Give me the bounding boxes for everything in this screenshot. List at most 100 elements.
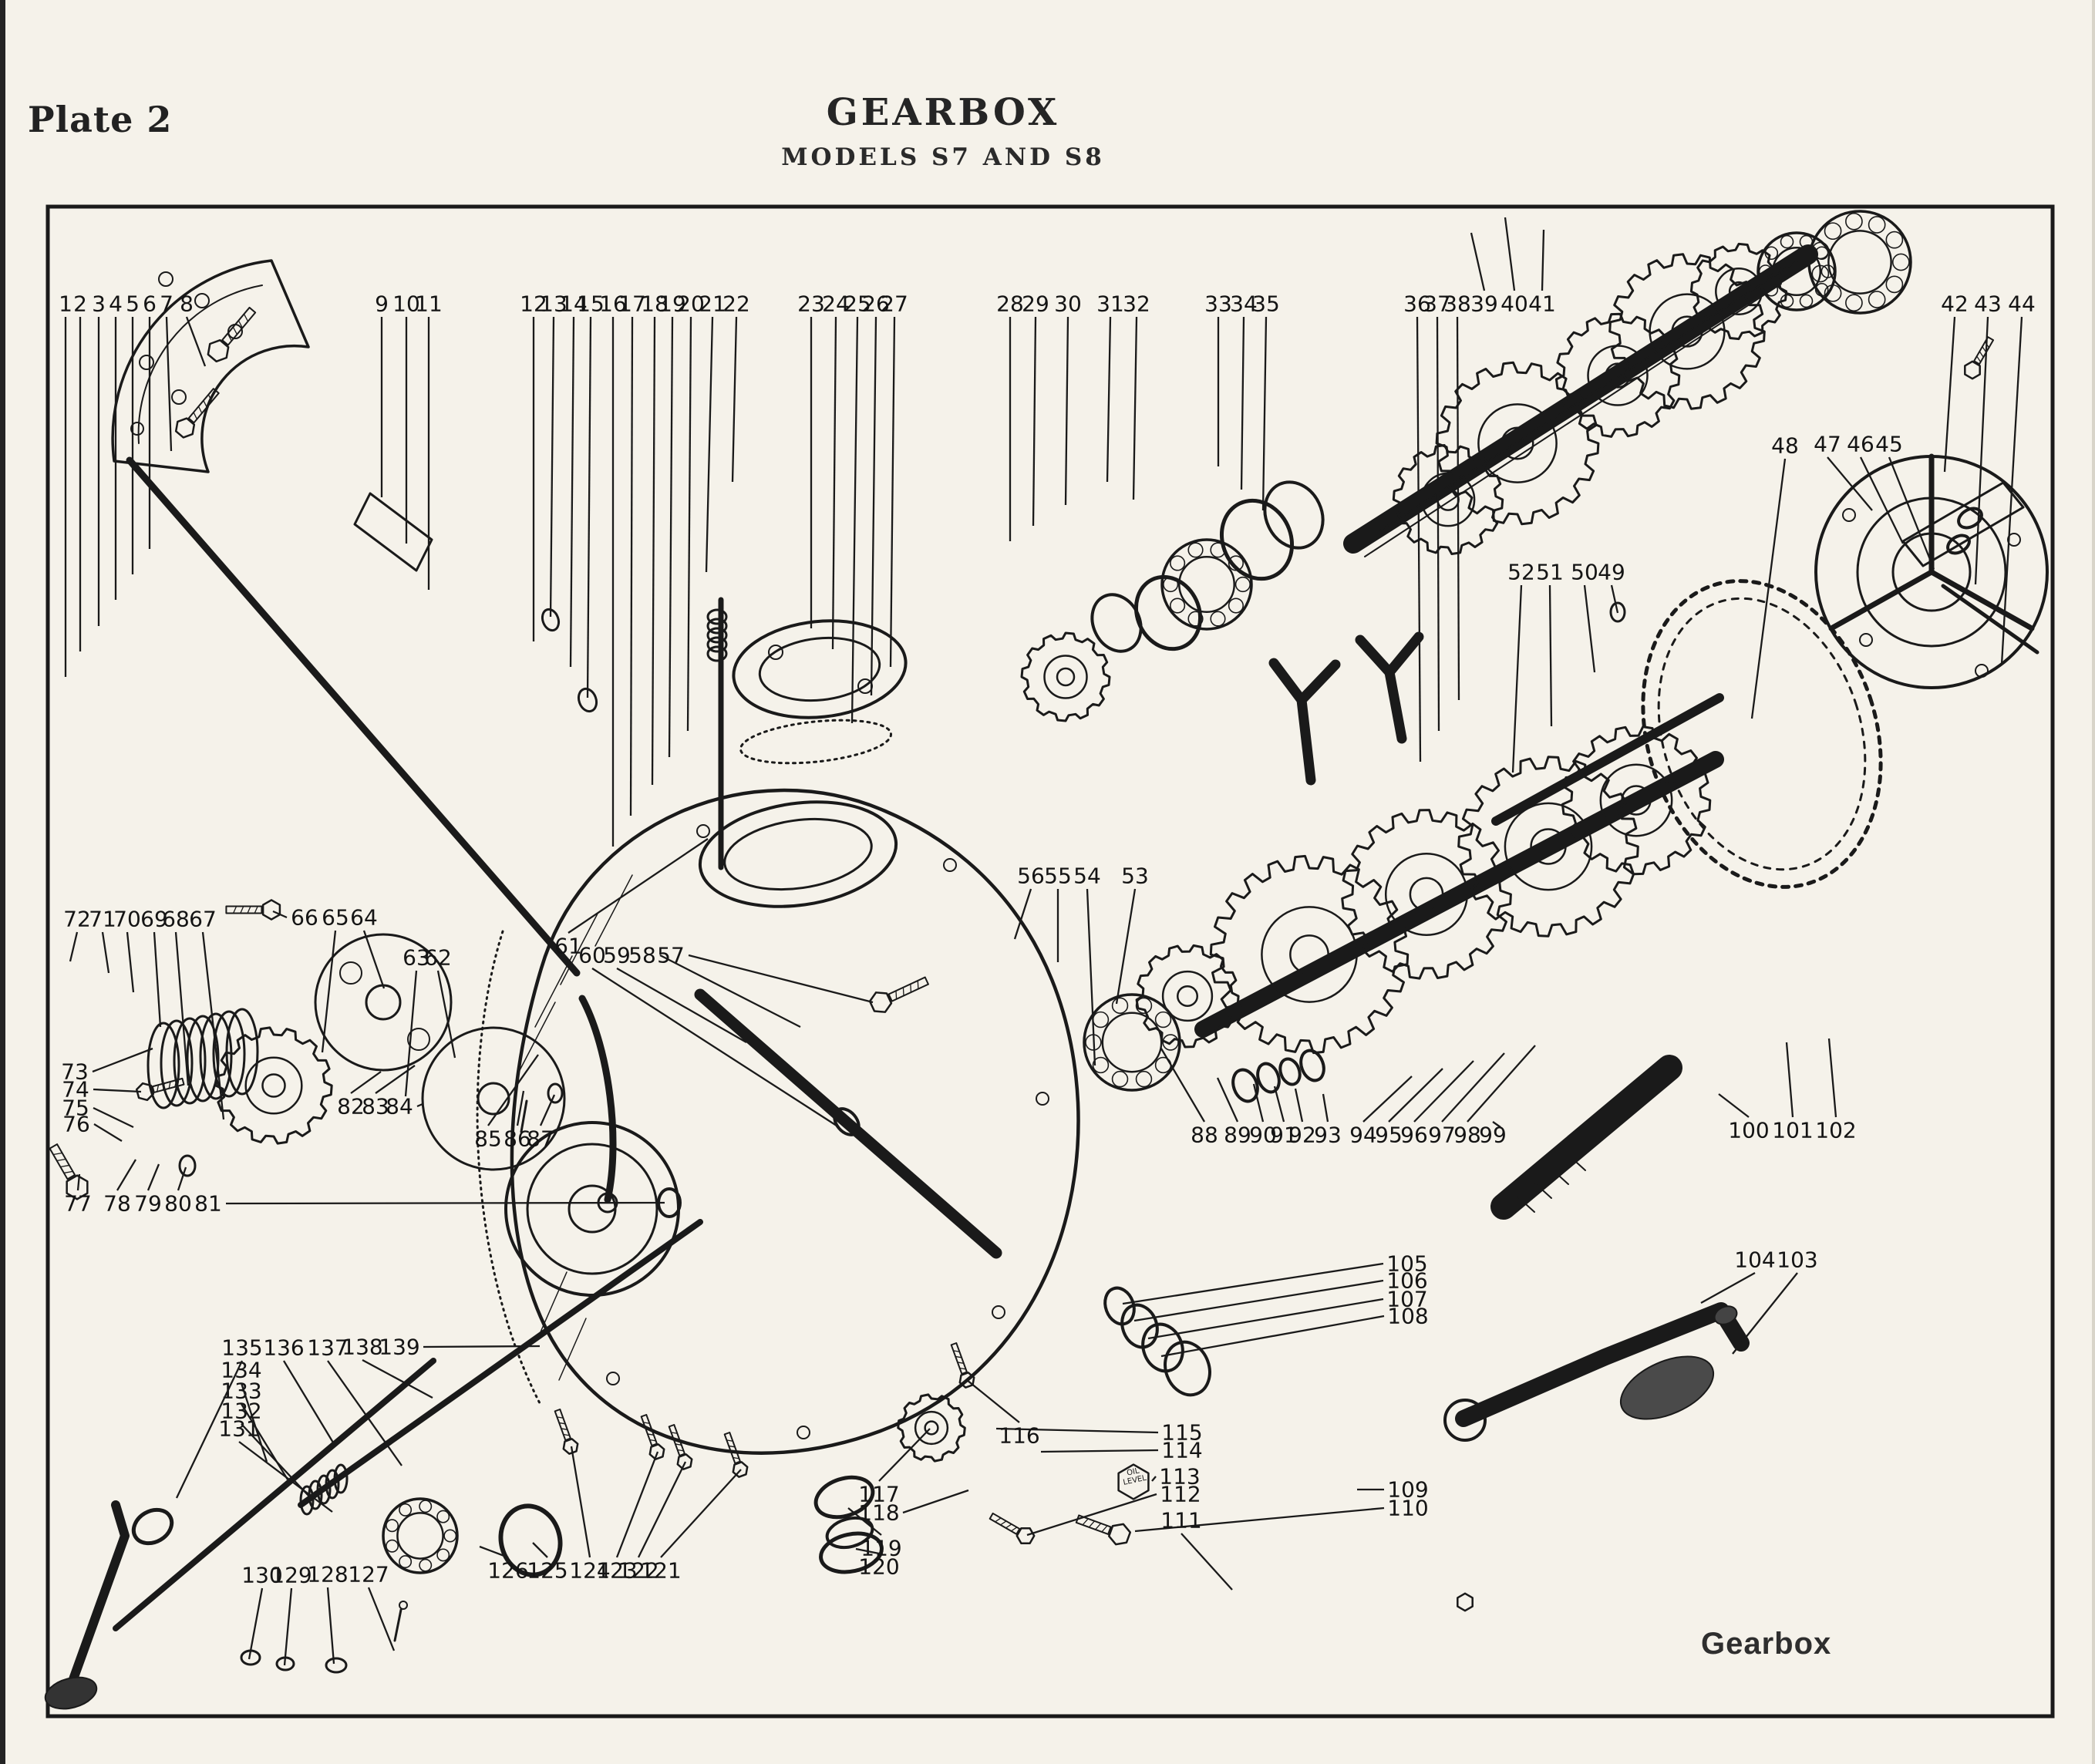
part-number-108: 108 (1387, 1304, 1428, 1329)
leader-line-15 (586, 316, 592, 699)
part-number-117: 117 (858, 1482, 899, 1507)
leader-line-21 (705, 316, 714, 573)
detail-circle (2007, 533, 2021, 547)
part-number-74: 74 (62, 1077, 89, 1102)
leader-line-111 (1181, 1533, 1233, 1591)
part-number-107: 107 (1386, 1287, 1427, 1312)
part-number-91: 91 (1270, 1123, 1298, 1148)
leader-line-68 (174, 931, 190, 1086)
leader-line-7 (165, 316, 173, 452)
part-number-94: 94 (1349, 1123, 1377, 1148)
rubber-pad (1713, 1305, 1738, 1325)
gear (1020, 631, 1111, 722)
part-number-22: 22 (722, 291, 750, 317)
diagram-frame (45, 204, 2055, 1719)
part-number-11: 11 (415, 291, 443, 317)
leader-line-128 (326, 1587, 335, 1665)
bolt (174, 388, 220, 439)
bolt (640, 1414, 665, 1460)
leader-line-115 (995, 1427, 1159, 1434)
ball-bearing (1160, 538, 1253, 631)
leader-line-46 (1859, 456, 1905, 544)
shaft (1490, 1055, 1682, 1220)
part-number-8: 8 (180, 291, 194, 317)
leader-line-45 (1888, 456, 1935, 570)
ring (1256, 1062, 1281, 1094)
part-number-71: 71 (89, 907, 116, 932)
part-number-103: 103 (1777, 1247, 1817, 1273)
bolt (723, 1432, 749, 1478)
leader-line-39 (1470, 232, 1486, 291)
part-number-68: 68 (162, 907, 190, 932)
detail-circle (339, 961, 362, 985)
part-number-21: 21 (699, 291, 726, 317)
leader-line-133 (241, 1403, 288, 1480)
spring (147, 1008, 259, 1109)
part-number-128: 128 (307, 1562, 348, 1587)
detail-circle (171, 389, 187, 405)
part-number-80: 80 (164, 1191, 192, 1217)
leader-line-34 (1240, 316, 1245, 490)
leader-line-121 (660, 1469, 742, 1558)
ring (547, 1082, 564, 1104)
part-number-73: 73 (61, 1059, 89, 1085)
diagram-caption: Gearbox (1701, 1627, 1832, 1661)
gear (1209, 854, 1410, 1055)
ball-bearing (382, 1497, 459, 1574)
part-number-19: 19 (658, 291, 686, 317)
leader-line-80 (177, 1166, 187, 1191)
part-number-37: 37 (1423, 291, 1451, 317)
leader-line-105 (1122, 1262, 1384, 1305)
detail-circle (421, 1026, 566, 1171)
part-number-44: 44 (2008, 291, 2036, 317)
part-number-55: 55 (1044, 863, 1072, 889)
leader-line-136 (283, 1360, 334, 1443)
part-number-139: 139 (379, 1335, 419, 1360)
leader-line-62 (436, 970, 456, 1059)
leader-line-104 (1700, 1271, 1756, 1304)
part-number-51: 51 (1536, 560, 1564, 585)
leader-line-89 (1216, 1077, 1239, 1123)
part-outline (137, 284, 263, 444)
leader-line-120 (855, 1547, 880, 1555)
rubber-pad (44, 1676, 98, 1710)
leader-line-8 (185, 316, 207, 367)
part-outline (1941, 584, 2039, 655)
leader-line-102 (1827, 1038, 1837, 1118)
leader-line-82 (350, 1071, 382, 1094)
part-number-70: 70 (113, 907, 141, 932)
part-number-110: 110 (1387, 1496, 1428, 1521)
leader-line-79 (147, 1163, 160, 1191)
leader-line-32 (1132, 316, 1138, 500)
leader-line-78 (116, 1159, 136, 1191)
part-number-86: 86 (504, 1126, 531, 1152)
gear (1341, 809, 1512, 980)
ball-bearing (1807, 210, 1912, 315)
part-number-43: 43 (1974, 291, 2002, 317)
detail-circle (606, 1372, 620, 1385)
part-number-113: 113 (1159, 1464, 1200, 1490)
part-number-100: 100 (1728, 1118, 1769, 1143)
part-number-120: 120 (858, 1554, 899, 1580)
bolt (868, 976, 929, 1013)
bolt (1964, 336, 1995, 380)
part-number-84: 84 (386, 1094, 413, 1119)
ring (1641, 579, 1883, 889)
part-number-72: 72 (63, 907, 91, 932)
detail-circle (526, 1143, 658, 1275)
part-number-111: 111 (1160, 1508, 1201, 1533)
part-number-4: 4 (109, 291, 123, 317)
leader-line-27 (889, 316, 896, 668)
ring (723, 817, 873, 891)
part-number-67: 67 (189, 907, 217, 932)
ball-bearing (1083, 993, 1181, 1092)
leader-line-49 (1610, 584, 1619, 614)
leader-line-112 (1026, 1493, 1157, 1537)
part-number-15: 15 (577, 291, 605, 317)
part-outline (520, 1099, 528, 1133)
bolt (135, 1077, 185, 1102)
leader-line-41 (1541, 229, 1545, 291)
part-number-60: 60 (578, 943, 606, 968)
part-number-39: 39 (1470, 291, 1498, 317)
machine-drawing (44, 210, 2049, 1710)
